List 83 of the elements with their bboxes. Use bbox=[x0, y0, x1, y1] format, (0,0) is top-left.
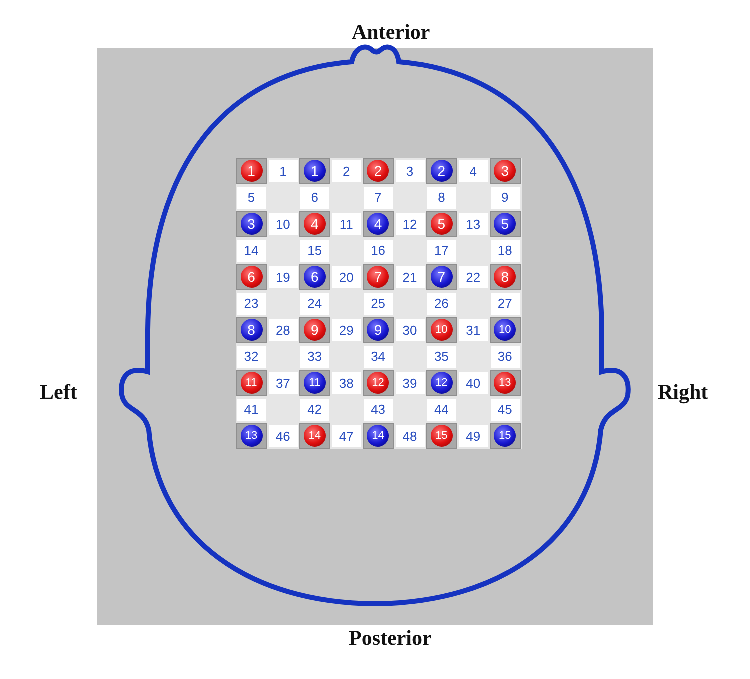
channel-number: 36 bbox=[490, 346, 520, 368]
channel-number: 29 bbox=[332, 319, 362, 341]
probe-ball: 8 bbox=[240, 319, 262, 341]
channel-number: 18 bbox=[490, 240, 520, 262]
probe-ball: 4 bbox=[304, 213, 326, 235]
probe-ball: 1 bbox=[240, 160, 262, 182]
channel-number: 23 bbox=[237, 292, 266, 314]
channel-number: 20 bbox=[332, 266, 362, 288]
direction-label: Posterior bbox=[349, 626, 432, 651]
channel-number: 31 bbox=[458, 319, 488, 341]
probe-ball: 14 bbox=[304, 425, 326, 447]
channel-number: 1 bbox=[268, 160, 298, 182]
probe-ball: 3 bbox=[494, 160, 516, 182]
channel-number: 15 bbox=[300, 240, 330, 262]
probe-ball: 10 bbox=[430, 319, 453, 341]
channel-number: 43 bbox=[364, 398, 393, 420]
probe-ball: 12 bbox=[367, 372, 390, 394]
channel-number: 6 bbox=[300, 186, 330, 208]
probe-ball: 13 bbox=[240, 425, 262, 447]
channel-number: 8 bbox=[427, 186, 456, 208]
probe-ball: 2 bbox=[430, 160, 453, 182]
probe-ball: 11 bbox=[304, 372, 326, 394]
channel-number: 34 bbox=[364, 346, 393, 368]
channel-number: 45 bbox=[490, 398, 520, 420]
direction-label: Left bbox=[40, 380, 78, 405]
channel-number: 11 bbox=[332, 213, 362, 235]
channel-number: 12 bbox=[396, 213, 424, 235]
channel-number: 16 bbox=[364, 240, 393, 262]
channel-number: 47 bbox=[332, 425, 362, 447]
probe-ball: 1 bbox=[304, 160, 326, 182]
probe-ball: 6 bbox=[240, 266, 262, 288]
probe-ball: 5 bbox=[430, 213, 453, 235]
channel-number: 37 bbox=[268, 372, 298, 394]
channel-number: 46 bbox=[268, 425, 298, 447]
probe-ball: 11 bbox=[240, 372, 262, 394]
channel-number: 2 bbox=[332, 160, 362, 182]
probe-ball: 10 bbox=[494, 319, 516, 341]
probe-ball: 4 bbox=[367, 213, 390, 235]
channel-number: 9 bbox=[490, 186, 520, 208]
channel-number: 48 bbox=[396, 425, 424, 447]
direction-label: Anterior bbox=[352, 20, 430, 45]
probe-ball: 12 bbox=[430, 372, 453, 394]
channel-number: 49 bbox=[458, 425, 488, 447]
channel-number: 35 bbox=[427, 346, 456, 368]
channel-number: 27 bbox=[490, 292, 520, 314]
probe-ball: 5 bbox=[494, 213, 516, 235]
channel-number: 26 bbox=[427, 292, 456, 314]
probe-ball: 2 bbox=[367, 160, 390, 182]
probe-ball: 15 bbox=[494, 425, 516, 447]
channel-number: 22 bbox=[458, 266, 488, 288]
channel-number: 42 bbox=[300, 398, 330, 420]
channel-number: 10 bbox=[268, 213, 298, 235]
channel-number: 39 bbox=[396, 372, 424, 394]
channel-number: 5 bbox=[237, 186, 266, 208]
probe-ball: 3 bbox=[240, 213, 262, 235]
channel-number: 7 bbox=[364, 186, 393, 208]
channel-number: 14 bbox=[237, 240, 266, 262]
channel-number: 30 bbox=[396, 319, 424, 341]
probe-ball: 7 bbox=[367, 266, 390, 288]
probe-ball: 14 bbox=[367, 425, 390, 447]
probe-ball: 7 bbox=[430, 266, 453, 288]
channel-number: 13 bbox=[458, 213, 488, 235]
direction-label: Right bbox=[658, 380, 708, 405]
channel-number: 33 bbox=[300, 346, 330, 368]
channel-number: 3 bbox=[396, 160, 424, 182]
probe-ball: 6 bbox=[304, 266, 326, 288]
channel-number: 4 bbox=[458, 160, 488, 182]
channel-number: 24 bbox=[300, 292, 330, 314]
channel-number: 19 bbox=[268, 266, 298, 288]
probe-ball: 13 bbox=[494, 372, 516, 394]
channel-number: 41 bbox=[237, 398, 266, 420]
channel-number: 38 bbox=[332, 372, 362, 394]
channel-number: 40 bbox=[458, 372, 488, 394]
probe-ball: 8 bbox=[494, 266, 516, 288]
probe-ball: 9 bbox=[304, 319, 326, 341]
channel-number: 25 bbox=[364, 292, 393, 314]
probe-ball: 15 bbox=[430, 425, 453, 447]
probe-ball: 9 bbox=[367, 319, 390, 341]
channel-number: 44 bbox=[427, 398, 456, 420]
channel-number: 17 bbox=[427, 240, 456, 262]
channel-number: 32 bbox=[237, 346, 266, 368]
channel-number: 28 bbox=[268, 319, 298, 341]
channel-number: 21 bbox=[396, 266, 424, 288]
